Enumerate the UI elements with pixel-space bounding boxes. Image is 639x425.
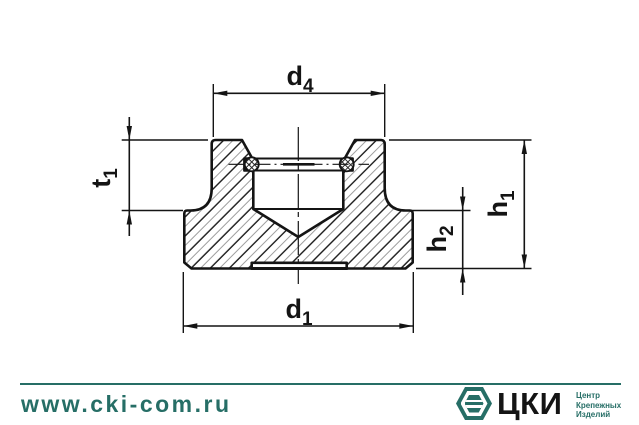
dim-h1: h1 (389, 139, 532, 270)
nut-hexagon-icon-ring (460, 391, 488, 416)
d1-arrow-right (399, 323, 414, 329)
part-section-drawing: d4 t1 h1 h2 (86, 61, 532, 333)
website-url: www.cki-com.ru (21, 391, 232, 417)
d1-arrow-left (183, 323, 198, 329)
h1-arrow-bottom (521, 254, 527, 269)
h1-arrow-top (521, 140, 527, 154)
d4-arrow-left (213, 90, 228, 96)
dim-d1: d1 (182, 272, 414, 333)
tagline-line-1: Центр (576, 391, 601, 400)
dim-label-t1: t1 (86, 168, 122, 188)
nut-icon-stripe (464, 405, 484, 408)
part-body (183, 138, 414, 270)
dim-label-d4: d4 (286, 61, 314, 97)
d4-arrow-right (370, 90, 385, 96)
dim-d4: d4 (212, 61, 386, 137)
dim-label-d1: d1 (285, 294, 313, 330)
tagline-line-3: Изделий (576, 410, 611, 419)
t1-arrow-bottom (126, 210, 132, 225)
dim-label-h2: h2 (422, 225, 458, 252)
tagline-line-2: Крепежных (576, 400, 622, 410)
h2-arrow-top (460, 196, 466, 211)
dim-label-h1: h1 (483, 190, 519, 218)
nut-icon-stripe (464, 399, 484, 403)
t1-arrow-top (126, 126, 132, 140)
cki-logo-tagline: Центр Крепежных Изделий (576, 391, 621, 420)
cki-logo: ЦКИ Центр Крепежных Изделий (455, 385, 625, 423)
h2-arrow-bottom (460, 268, 466, 283)
footer-divider (20, 383, 621, 385)
cki-logo-text: ЦКИ (497, 386, 563, 421)
nut-hexagon-icon (456, 387, 492, 420)
dim-h2: h2 (412, 187, 471, 295)
nut-hexagon-icon-core (464, 394, 484, 413)
dim-t1: t1 (86, 117, 208, 236)
